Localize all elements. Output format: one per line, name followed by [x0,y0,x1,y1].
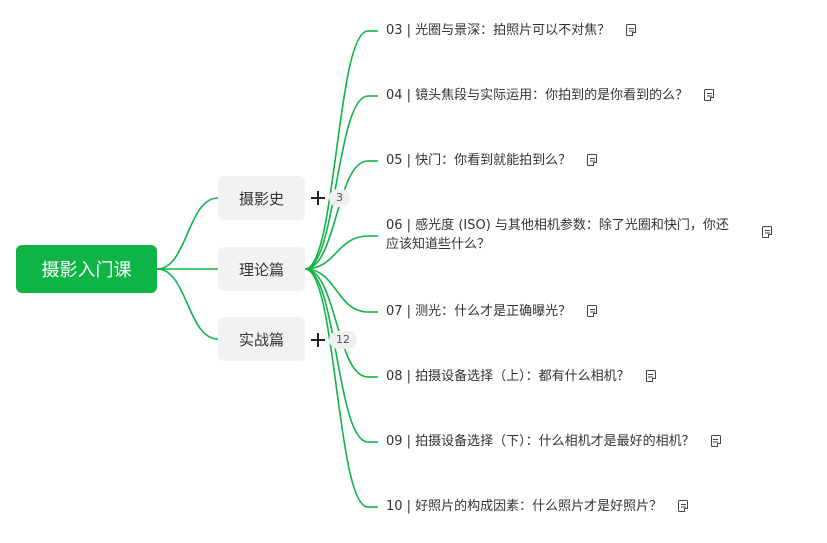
leaf-node-label: 03 | 光圈与景深：拍照片可以不对焦？ [386,23,611,38]
leaf-node-label: 06 | 感光度 (ISO) 与其他相机参数：除了光圈和快门，你还应该知道些什么… [386,218,729,252]
root-node[interactable]: 摄影入门课 [16,245,157,293]
leaf-node-label: 05 | 快门：你看到就能拍到么？ [386,153,572,168]
branch-node-label: 理论篇 [238,260,284,279]
leaf-node[interactable]: 08 | 拍摄设备选择（上）：都有什么相机？ [386,367,656,386]
leaf-node-label: 09 | 拍摄设备选择（下）：什么相机才是最好的相机？ [386,434,695,449]
branch-node-label: 实战篇 [238,330,284,349]
leaf-node[interactable]: 04 | 镜头焦段与实际运用：你拍到的是你看到的么？ [386,86,715,105]
connector-line [304,30,369,270]
branch-node-theory[interactable]: 理论篇 [218,247,305,291]
leaf-node-label: 04 | 镜头焦段与实际运用：你拍到的是你看到的么？ [386,88,689,103]
plus-icon[interactable] [310,332,326,348]
leaf-node-label: 10 | 好照片的构成因素：什么照片才是好照片？ [386,499,663,514]
connector-line [304,160,369,270]
connector-line [304,268,369,378]
collapsed-count-badge: 12 [329,331,357,349]
note-icon[interactable] [678,500,689,513]
connector-line [304,235,369,270]
leaf-node-label: 07 | 测光：什么才是正确曝光？ [386,304,572,319]
leaf-node-label: 08 | 拍摄设备选择（上）：都有什么相机？ [386,369,630,384]
root-node-label: 摄影入门课 [41,260,132,281]
branch-node-label: 摄影史 [238,189,284,208]
note-icon[interactable] [762,226,773,239]
note-icon[interactable] [587,154,598,167]
leaf-node[interactable]: 06 | 感光度 (ISO) 与其他相机参数：除了光圈和快门，你还应该知道些什么… [386,216,773,254]
connector-line [304,268,369,443]
leaf-node[interactable]: 09 | 拍摄设备选择（下）：什么相机才是最好的相机？ [386,432,721,451]
collapsed-count-badge: 3 [329,189,350,207]
expand-practice-control[interactable]: 12 [310,331,357,349]
expand-history-control[interactable]: 3 [310,189,350,207]
connector-line [304,268,369,508]
note-icon[interactable] [587,305,598,318]
connector-line [156,197,219,270]
leaf-node[interactable]: 10 | 好照片的构成因素：什么照片才是好照片？ [386,497,689,516]
leaf-node[interactable]: 07 | 测光：什么才是正确曝光？ [386,302,598,321]
leaf-node[interactable]: 05 | 快门：你看到就能拍到么？ [386,151,598,170]
branch-node-history[interactable]: 摄影史 [218,176,305,220]
leaf-node[interactable]: 03 | 光圈与景深：拍照片可以不对焦？ [386,21,637,40]
connector-line [304,268,369,313]
plus-icon[interactable] [310,190,326,206]
connector-line [304,95,369,270]
note-icon[interactable] [710,435,721,448]
branch-node-practice[interactable]: 实战篇 [218,317,305,361]
note-icon[interactable] [626,24,637,37]
connector-line [156,268,219,340]
note-icon[interactable] [645,370,656,383]
note-icon[interactable] [704,89,715,102]
